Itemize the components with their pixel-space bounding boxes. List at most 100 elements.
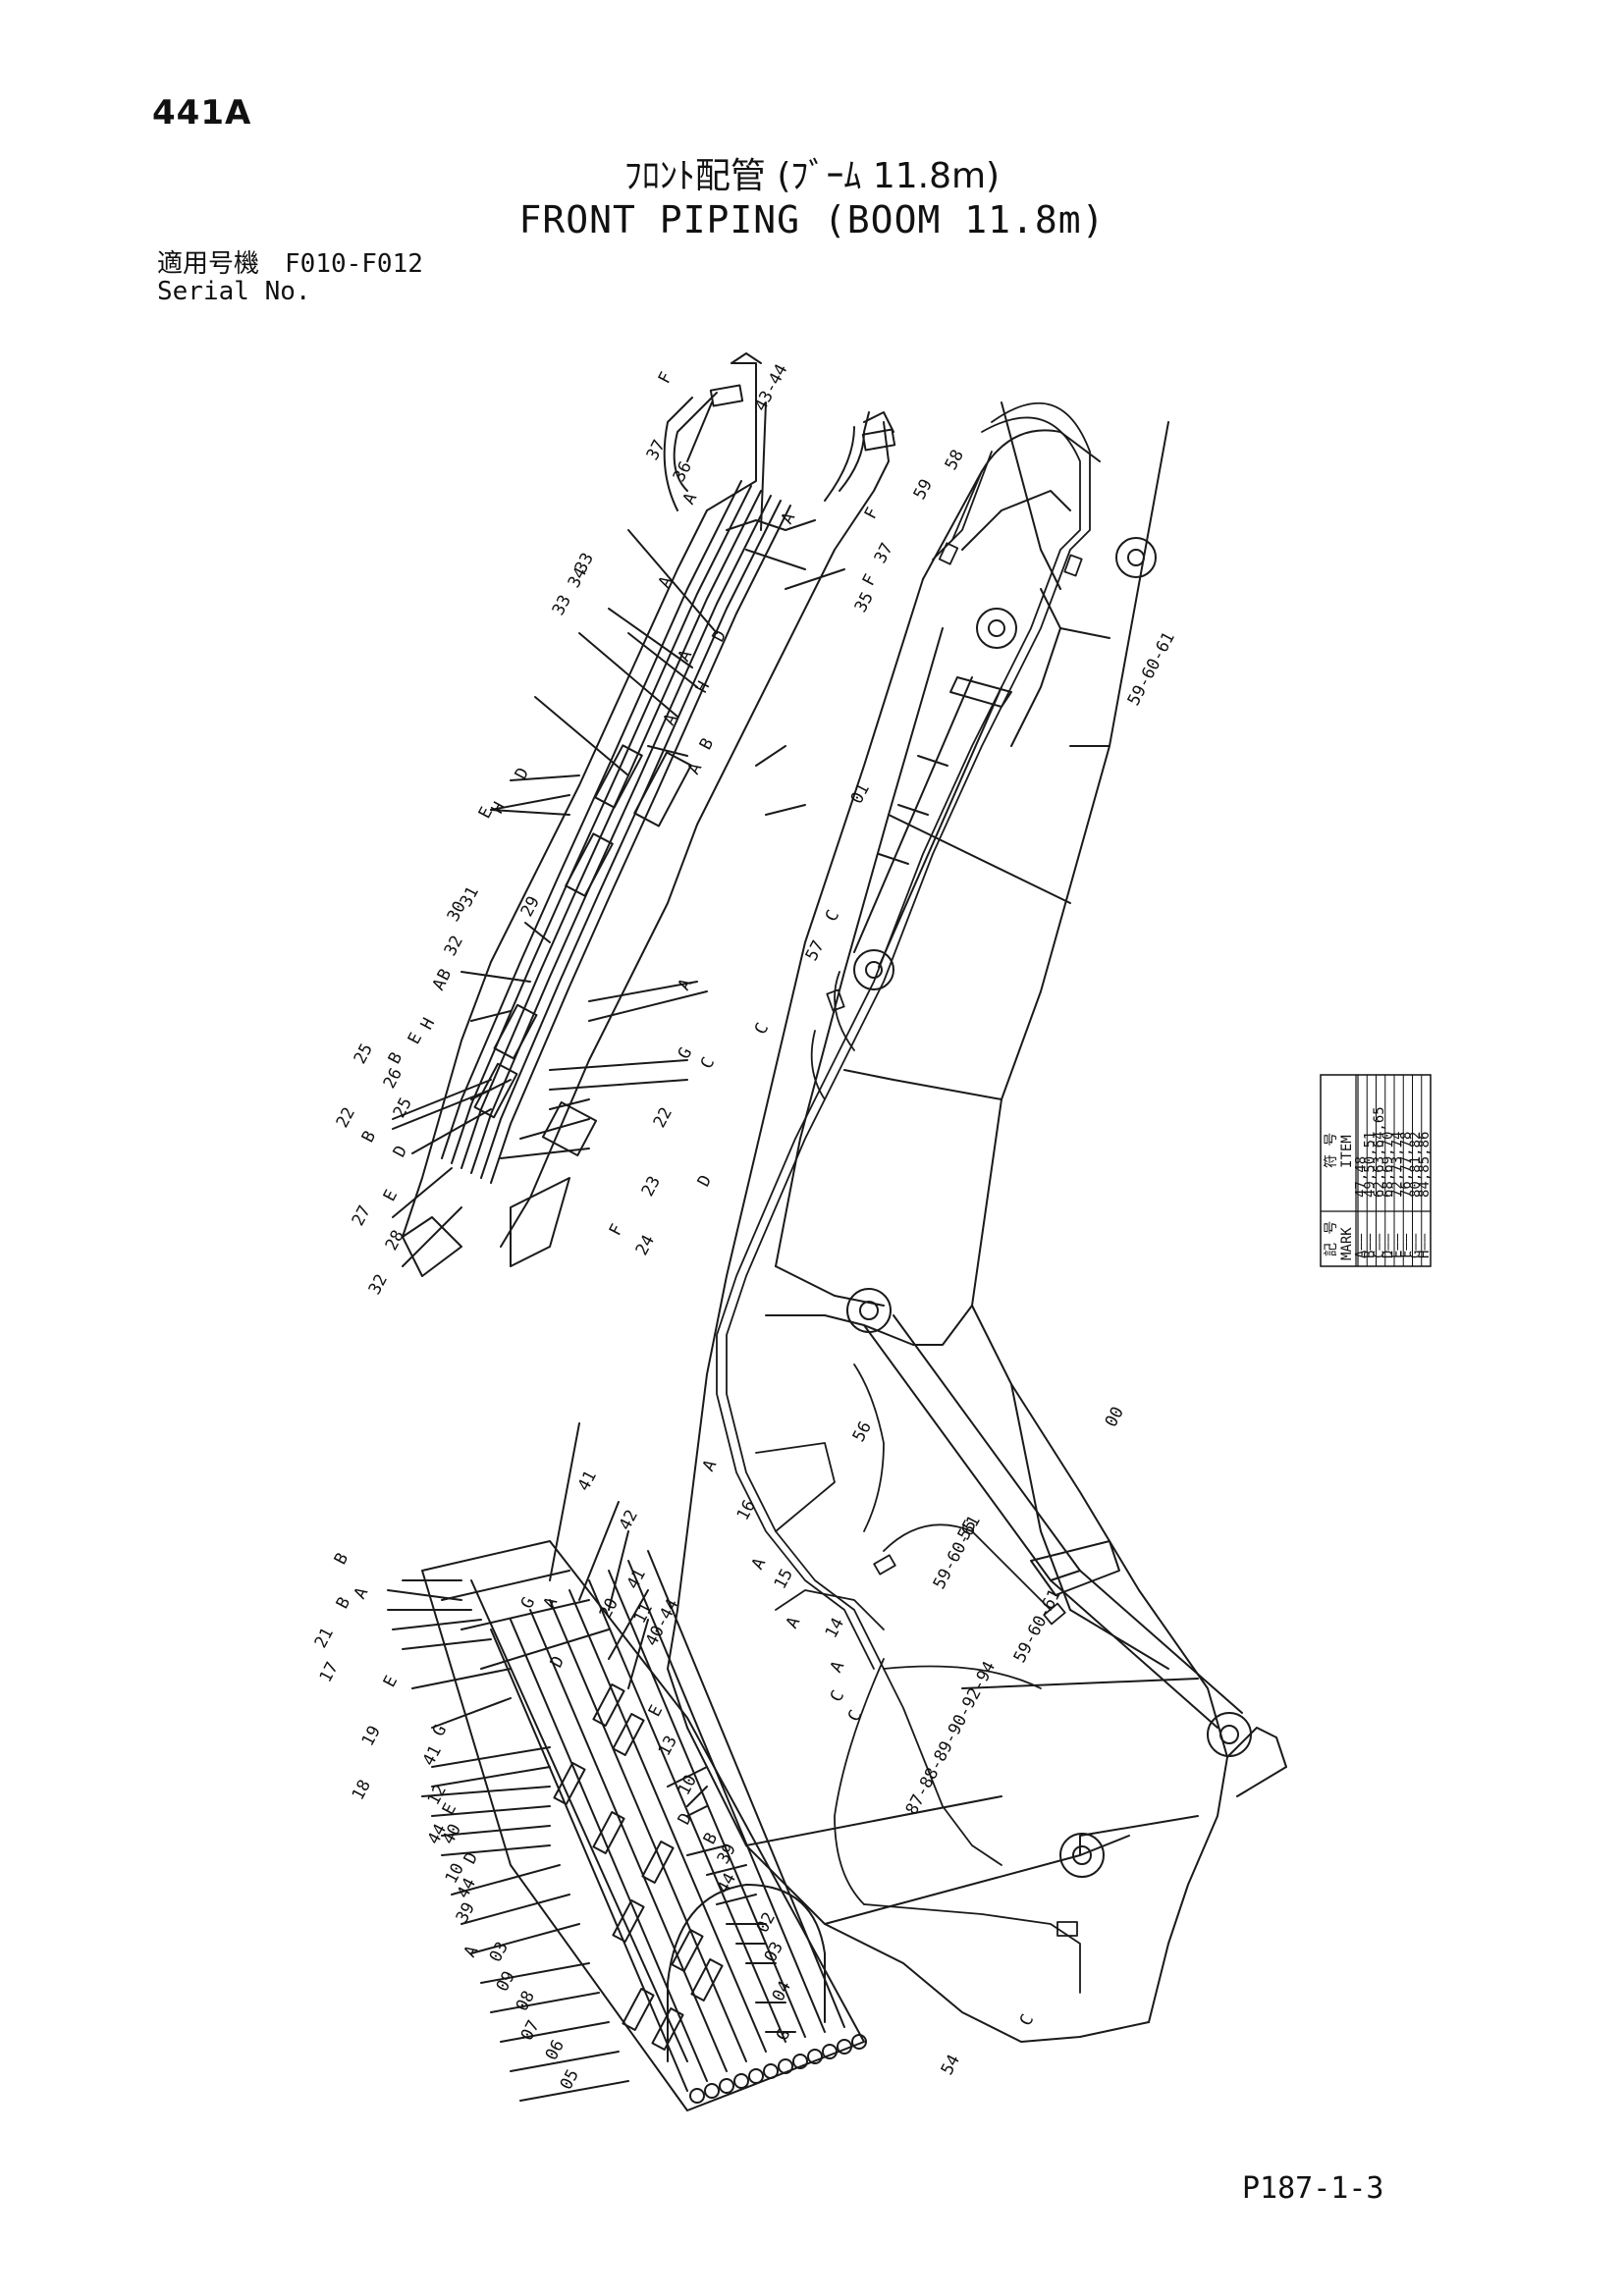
serial-block: 適用号機 F010-F012 Serial No. — [157, 250, 423, 305]
page-number: 441A — [152, 93, 252, 133]
lower-detail-callout: A — [540, 1594, 562, 1612]
boom-callout: C — [1016, 2011, 1038, 2029]
serial-label-jp: 適用号機 — [157, 249, 260, 279]
boom-cylinder — [863, 1314, 1243, 1729]
upper-detail-callout: B — [696, 735, 718, 753]
lower-detail — [387, 1422, 867, 2111]
boom-callout: A — [827, 1658, 848, 1676]
table-mark: C—— — [1372, 1233, 1387, 1258]
lower-detail-callout: 18 — [349, 1777, 375, 1803]
boom-callout: 54 — [938, 2052, 964, 2078]
lower-detail-callout: 41 — [623, 1566, 650, 1592]
boom-callout: 59 — [910, 476, 937, 503]
table-item: 76,77,78 — [1399, 1132, 1415, 1198]
table-mark: F—— — [1399, 1233, 1415, 1258]
upper-detail-callout: A — [675, 976, 696, 993]
lower-detail-callout: 13 — [655, 1733, 681, 1759]
table-item: 72,73,74 — [1389, 1132, 1405, 1198]
upper-detail-callout: A — [684, 760, 706, 777]
upper-detail-callout: 36 — [670, 458, 696, 485]
boom-callout: C — [827, 1687, 848, 1705]
lower-detail-callout: A — [460, 1943, 482, 1960]
upper-detail-callout: 37 — [871, 540, 897, 566]
lower-detail-callout: G — [517, 1594, 539, 1612]
upper-detail-callout: 24 — [632, 1232, 659, 1258]
boom-callout: A — [748, 1555, 770, 1573]
lower-detail-callout: 17 — [316, 1659, 343, 1685]
lower-detail-callout: 09 — [493, 1968, 519, 1995]
boom-outline — [667, 401, 1287, 2043]
upper-detail-callout: 22 — [333, 1104, 359, 1131]
boom-callout: C — [822, 907, 843, 925]
upper-detail-callout: A — [679, 490, 701, 507]
upper-detail-callout: 25 — [390, 1095, 416, 1121]
lower-detail-callout: 41 — [574, 1468, 601, 1494]
document-reference: P187-1-3 — [1242, 2171, 1384, 2206]
boom-callout: A — [699, 1457, 721, 1474]
upper-detail-callout: 35 — [851, 589, 878, 615]
lower-detail-callout: 21 — [311, 1625, 338, 1651]
lower-detail-callout: 19 — [358, 1723, 385, 1749]
item-header-en: ITEM — [1339, 1135, 1355, 1168]
upper-detail-callout: 22 — [650, 1104, 677, 1131]
boom-callout: 14 — [822, 1615, 848, 1641]
lower-detail-callout: 07 — [517, 2017, 544, 2044]
table-mark: D—— — [1380, 1233, 1396, 1258]
table-item: 62,63,64,65 — [1372, 1106, 1387, 1198]
upper-detail-callout: H — [417, 1015, 439, 1033]
upper-detail-callout: A — [655, 573, 677, 591]
upper-detail-callout: D — [390, 1143, 411, 1160]
lower-detail-callout: 10 — [675, 1772, 701, 1798]
upper-detail-callout: C — [697, 1054, 719, 1072]
boom-hoses — [716, 401, 1091, 1994]
upper-detail-callout: 27 — [349, 1202, 375, 1229]
upper-detail-callout: 32 — [365, 1271, 392, 1298]
table-item: 68,69,70 — [1380, 1132, 1396, 1198]
lower-detail-callout: E — [380, 1673, 402, 1690]
lower-detail-callout: 04 — [769, 1978, 795, 2004]
table-item: 47,48 — [1353, 1156, 1369, 1198]
table-item: 80,81,82 — [1408, 1132, 1424, 1198]
upper-detail-callout: D — [694, 1172, 716, 1190]
upper-detail-callout: 23 — [638, 1173, 665, 1200]
upper-detail-callout: B — [358, 1128, 380, 1146]
lower-detail-callout: B — [331, 1550, 352, 1568]
upper-detail-callout: F — [655, 369, 677, 387]
upper-detail-callout: E — [380, 1187, 402, 1204]
boom-callout: 59-60-61 — [1124, 629, 1179, 710]
table-mark: A—— — [1353, 1233, 1369, 1258]
lower-detail-callout: B — [333, 1594, 354, 1612]
upper-detail-callout: F — [861, 505, 883, 522]
serial-label-en: Serial No. — [157, 277, 311, 306]
boom-callout: 00 — [1102, 1404, 1128, 1430]
table-mark: H—— — [1417, 1233, 1433, 1258]
title-japanese: ﾌﾛﾝﾄ配管 (ﾌﾞｰﾑ 11.8m) — [623, 156, 1001, 196]
lower-detail-callout: 39 — [453, 1899, 479, 1926]
title-english: FRONT PIPING (BOOM 11.8m) — [518, 198, 1106, 241]
boom-callout: 58 — [942, 447, 968, 473]
upper-detail — [392, 352, 896, 1277]
lower-detail-callout: A — [351, 1584, 372, 1602]
lower-detail-callout: 20 — [596, 1595, 623, 1622]
lower-detail-callout: 06 — [542, 2037, 568, 2063]
upper-detail-callout: 25 — [351, 1041, 377, 1067]
upper-detail-callout: 33 — [549, 592, 575, 618]
lower-detail-callout: D — [547, 1653, 568, 1671]
arm-cylinder — [853, 676, 1012, 968]
boom-callout: 16 — [733, 1497, 760, 1523]
upper-detail-callout: E — [405, 1030, 426, 1047]
mark-header: 記 号 — [1323, 1221, 1339, 1256]
upper-detail-callout: G — [675, 1044, 696, 1062]
boom-callout: C — [751, 1020, 773, 1038]
table-mark: G—— — [1408, 1233, 1424, 1258]
upper-detail-callout: 26 — [380, 1065, 406, 1092]
mark-header-en: MARK — [1339, 1227, 1355, 1260]
upper-detail-callout: F — [859, 571, 881, 589]
serial-value: F010-F012 — [285, 249, 423, 279]
lower-detail-callout: 08 — [513, 1988, 539, 2014]
boom-callout: 56 — [849, 1418, 876, 1445]
boom-callout: 15 — [771, 1566, 797, 1592]
boom-pins — [846, 537, 1252, 1878]
upper-detail-callout: F — [606, 1221, 627, 1239]
